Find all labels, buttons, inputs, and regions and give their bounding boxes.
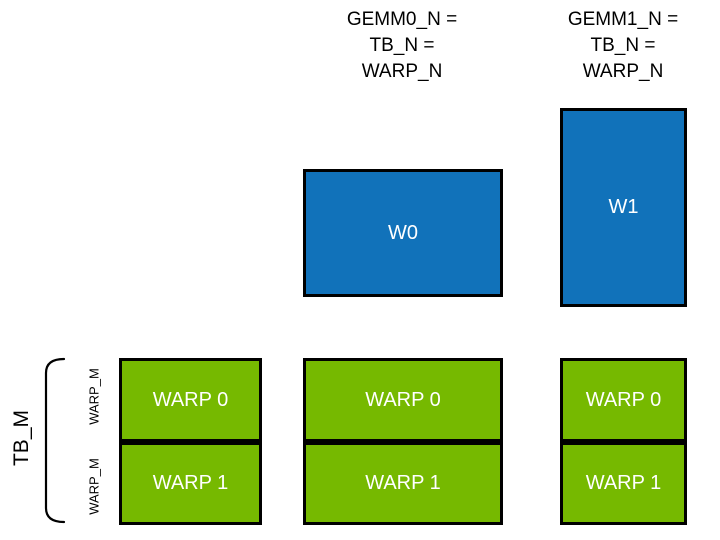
tb-col2-warp0-box: WARP 0 bbox=[560, 358, 687, 442]
tb-col0-warp1-box: WARP 1 bbox=[119, 442, 262, 525]
tb-col0-warp1-label: WARP 1 bbox=[152, 472, 229, 494]
tb-col1-warp0-box: WARP 0 bbox=[303, 358, 503, 442]
tb-col0-warp0-label: WARP 0 bbox=[152, 388, 229, 411]
tb-col1-warp0-label: WARP 0 bbox=[365, 388, 441, 411]
tb-col1-warp1-box: WARP 1 bbox=[303, 442, 503, 525]
warp-tile-w1-label: W1 bbox=[608, 196, 639, 218]
gemm0-n-header: GEMM0_N = TB_N = WARP_N bbox=[346, 9, 458, 82]
tb-col2-warp1-box: WARP 1 bbox=[560, 442, 687, 525]
tb-m-bracket bbox=[44, 357, 66, 524]
tb-m-axis-label: TB_M bbox=[10, 410, 33, 467]
gemm1-n-header: GEMM1_N = TB_N = WARP_N bbox=[567, 9, 679, 82]
warp-tile-w1: W1 bbox=[560, 108, 687, 307]
tb-col2-warp0-label: WARP 0 bbox=[585, 388, 662, 411]
tb-col1-warp1-label: WARP 1 bbox=[365, 472, 441, 494]
warp-m-axis-label-bottom: WARP_M bbox=[86, 458, 102, 515]
warp-tile-w0-label: W0 bbox=[388, 221, 418, 244]
warp-tile-w0: W0 bbox=[303, 169, 503, 297]
tb-col0-warp0-box: WARP 0 bbox=[119, 358, 262, 442]
tb-col2-warp1-label: WARP 1 bbox=[585, 472, 662, 494]
warp-m-axis-label-top: WARP_M bbox=[86, 368, 102, 425]
